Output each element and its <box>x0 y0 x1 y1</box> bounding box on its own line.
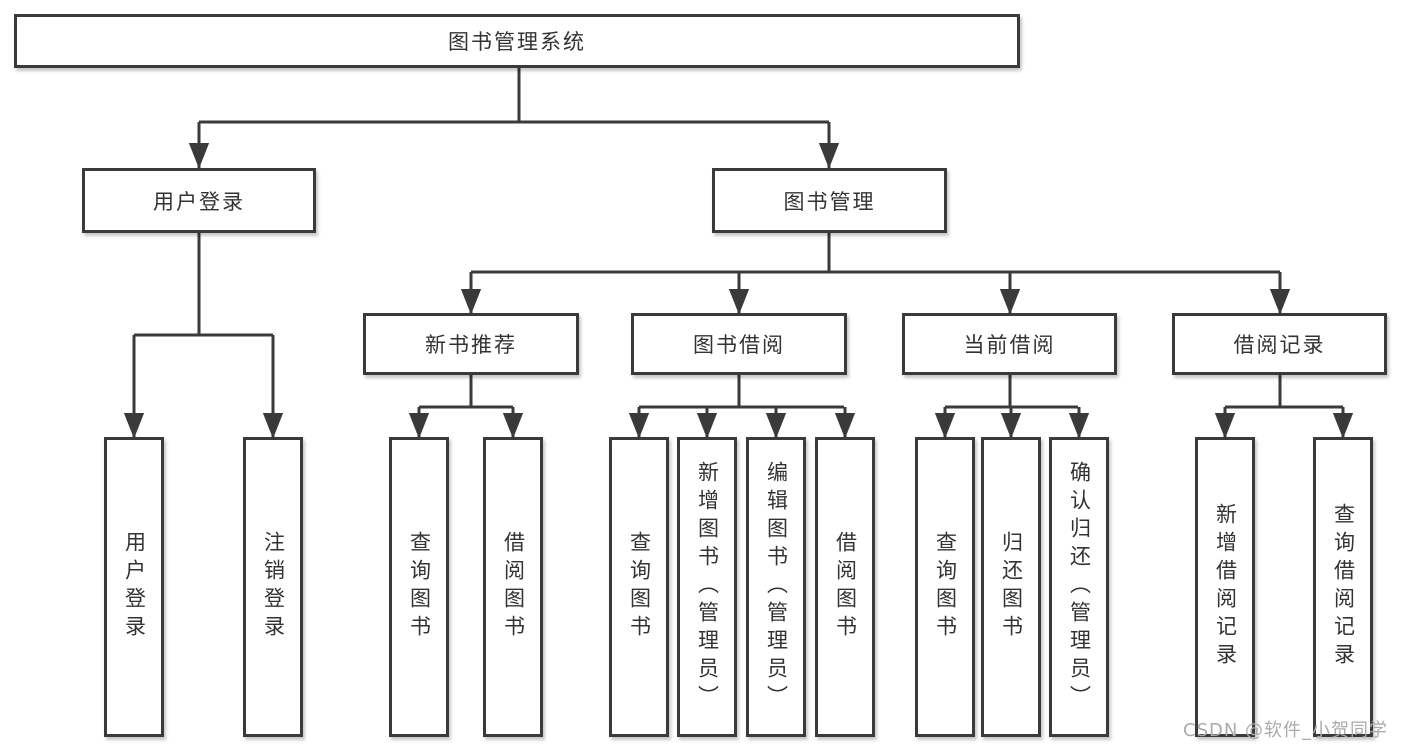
node-label: 借阅记录 <box>1233 333 1326 357</box>
node-label: 借阅图书 <box>501 531 526 643</box>
leaf-user-login: 用户登录 <box>104 437 164 737</box>
node-label: 用户登录 <box>122 531 147 643</box>
leaf-logout: 注销登录 <box>243 437 303 737</box>
node-library-management-system: 图书管理系统 <box>14 14 1020 68</box>
node-label: 图书借阅 <box>693 333 785 357</box>
node-label: 新增图书（管理员） <box>695 461 720 713</box>
node-borrowing-records: 借阅记录 <box>1172 313 1387 375</box>
leaf-borrow-books-recommend: 借阅图书 <box>483 437 543 737</box>
node-user-login: 用户登录 <box>82 168 316 233</box>
node-label: 查询借阅记录 <box>1331 503 1356 671</box>
node-label: 用户登录 <box>153 189 245 214</box>
node-label: 新增借阅记录 <box>1213 503 1238 671</box>
node-label: 当前借阅 <box>963 333 1056 357</box>
leaf-add-borrow-record: 新增借阅记录 <box>1195 437 1255 737</box>
node-label: 确认归还（管理员） <box>1067 461 1092 713</box>
node-label: 查询图书 <box>407 531 432 643</box>
leaf-query-books-current: 查询图书 <box>915 437 975 737</box>
leaf-borrow-books: 借阅图书 <box>815 437 875 737</box>
node-label: 注销登录 <box>261 531 286 643</box>
node-label: 新书推荐 <box>425 333 517 357</box>
leaf-return-books: 归还图书 <box>981 437 1041 737</box>
node-book-borrowing: 图书借阅 <box>631 313 847 375</box>
node-label: 图书管理 <box>783 189 876 214</box>
leaf-query-borrow-record: 查询借阅记录 <box>1313 437 1373 737</box>
node-label: 查询图书 <box>627 531 652 643</box>
leaf-add-books-admin: 新增图书（管理员） <box>677 437 737 737</box>
leaf-query-books-recommend: 查询图书 <box>389 437 449 737</box>
node-current-borrowing: 当前借阅 <box>902 313 1117 375</box>
csdn-watermark: CSDN @软件_小贺同学 <box>1183 720 1389 741</box>
node-label: 归还图书 <box>999 531 1024 643</box>
leaf-edit-books-admin: 编辑图书（管理员） <box>746 437 806 737</box>
node-book-management: 图书管理 <box>712 168 947 233</box>
leaf-confirm-return-admin: 确认归还（管理员） <box>1049 437 1109 737</box>
node-new-book-recommendation: 新书推荐 <box>363 313 579 375</box>
node-label: 查询图书 <box>933 531 958 643</box>
node-label: 编辑图书（管理员） <box>764 461 789 713</box>
node-label: 图书管理系统 <box>448 30 586 54</box>
node-label: 借阅图书 <box>833 531 858 643</box>
leaf-query-books-borrow: 查询图书 <box>609 437 669 737</box>
